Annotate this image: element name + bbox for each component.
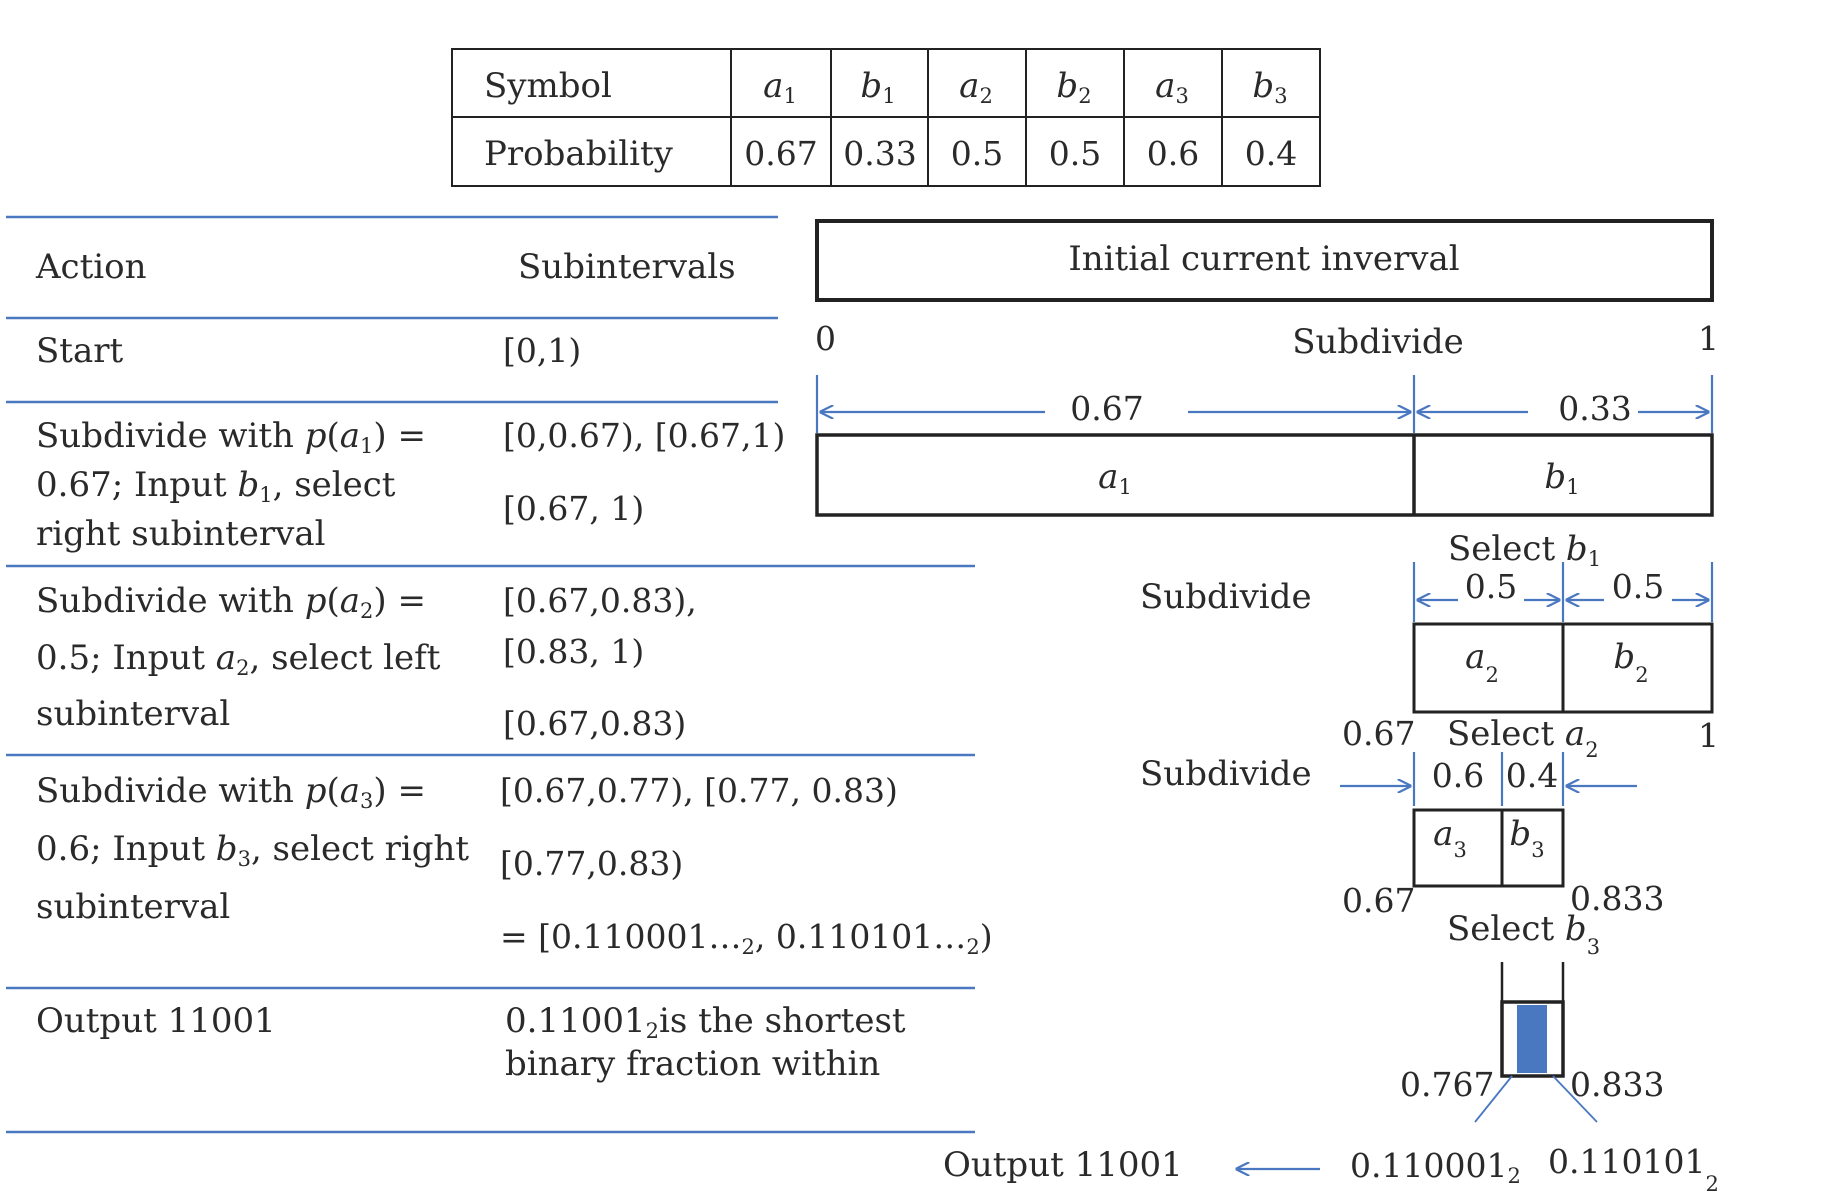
steps-table: Action Subintervals Start [0,1) Subdivid…: [6, 215, 993, 1134]
output-desc-line1: 0.110012is the shortest: [505, 1001, 906, 1043]
level1-right-bound: 1: [1698, 319, 1719, 358]
initial-interval-box: [815, 219, 1714, 302]
output-label: Output 11001: [943, 1145, 1183, 1185]
level1-left-bound: 0: [815, 319, 836, 358]
probability-cell: 0.67: [744, 134, 817, 173]
step3-binary-interval: = [0.110001…2, 0.110101…2): [500, 917, 993, 959]
final-left-bound: 0.767: [1400, 1065, 1494, 1104]
output-fraction-marker: [1517, 1005, 1547, 1073]
select-b3-label: Select b3: [1447, 909, 1600, 959]
level1-prob-a: 0.67: [1070, 389, 1143, 428]
subdivide-label-3: Subdivide: [1140, 754, 1312, 794]
step2-intervals-1: [0.67,0.83),: [503, 581, 697, 620]
step3-action-line2: 0.6; Input b3, select right: [36, 829, 469, 871]
output-action: Output 11001: [36, 1001, 276, 1041]
level3-prob-a: 0.6: [1432, 756, 1484, 795]
step2-action-line2: 0.5; Input a2, select left: [36, 638, 441, 680]
level3-interval-box: [1412, 808, 1565, 888]
initial-interval-label: Initial current inverval: [1068, 239, 1459, 279]
probability-table: Symbol Probability a1 b1 a2 b2 a3 b3 0.6…: [451, 48, 1321, 187]
level3-right-bound: 0.833: [1570, 879, 1664, 918]
probability-cell: 0.5: [951, 134, 1003, 173]
step3-intervals: [0.67,0.77), [0.77, 0.83): [500, 771, 898, 810]
step3-action-line3: subinterval: [36, 887, 230, 927]
symbol-cell: a2: [959, 66, 993, 108]
output-desc-line2: binary fraction within: [505, 1044, 880, 1084]
step2-action-line1: Subdivide with p(a2) =: [36, 581, 426, 623]
step2-intervals-2: [0.83, 1): [503, 632, 644, 671]
level2-prob-a: 0.5: [1465, 567, 1517, 606]
step2-selected: [0.67,0.83): [503, 704, 686, 743]
level3-symbol-b: b3: [1509, 814, 1544, 862]
symbol-cell: b3: [1252, 66, 1287, 108]
step1-selected: [0.67, 1): [503, 489, 644, 528]
interval-diagram: Initial current inverval 0 1 Subdivide 0…: [815, 219, 1719, 1196]
level3-symbol-a: a3: [1433, 814, 1467, 862]
probability-cell: 0.4: [1245, 134, 1297, 173]
header-action: Action: [35, 247, 147, 287]
level1-interval-box: [815, 433, 1714, 517]
header-subintervals: Subintervals: [518, 247, 736, 287]
level1-symbol-a: a1: [1098, 457, 1132, 499]
level2-symbol-b: b2: [1613, 637, 1648, 687]
level1-prob-b: 0.33: [1558, 389, 1631, 428]
probability-cell: 0.6: [1147, 134, 1199, 173]
probability-cell: 0.33: [843, 134, 916, 173]
step1-action-line1: Subdivide with p(a1) =: [36, 416, 426, 458]
select-b1-label: Select b1: [1448, 529, 1601, 571]
level1-symbol-b: b1: [1544, 457, 1579, 499]
level2-prob-b: 0.5: [1612, 567, 1664, 606]
table-header-symbol: Symbol: [484, 66, 612, 106]
start-action: Start: [36, 331, 123, 371]
binary-left: 0.1100012: [1350, 1146, 1521, 1188]
binary-right: 0.1101012: [1548, 1142, 1719, 1196]
symbol-cell: b1: [860, 66, 895, 108]
final-right-bound: 0.833: [1570, 1065, 1664, 1104]
step3-action-line1: Subdivide with p(a3) =: [36, 771, 426, 813]
level2-symbol-a: a2: [1465, 637, 1499, 687]
subdivide-label-2: Subdivide: [1140, 577, 1312, 617]
level2-left-bound: 0.67: [1342, 714, 1415, 753]
start-interval: [0,1): [503, 331, 581, 370]
symbol-cell: a1: [763, 66, 797, 108]
step2-action-line3: subinterval: [36, 694, 230, 734]
table-header-probability: Probability: [484, 134, 674, 174]
select-a2-label: Select a2: [1447, 714, 1599, 762]
symbol-cell: a3: [1155, 66, 1189, 108]
symbol-cell: b2: [1056, 66, 1091, 108]
subdivide-label-1: Subdivide: [1292, 322, 1464, 362]
level3-left-bound: 0.67: [1342, 881, 1415, 920]
step1-action-line2: 0.67; Input b1, select: [36, 465, 396, 507]
step3-selected: [0.77,0.83): [500, 844, 683, 883]
final-interval-box: [1500, 1000, 1565, 1078]
step1-action-line3: right subinterval: [36, 514, 326, 554]
level2-right-bound: 1: [1698, 716, 1719, 755]
level3-prob-b: 0.4: [1506, 756, 1558, 795]
step1-intervals: [0,0.67), [0.67,1): [503, 416, 785, 455]
probability-cell: 0.5: [1049, 134, 1101, 173]
